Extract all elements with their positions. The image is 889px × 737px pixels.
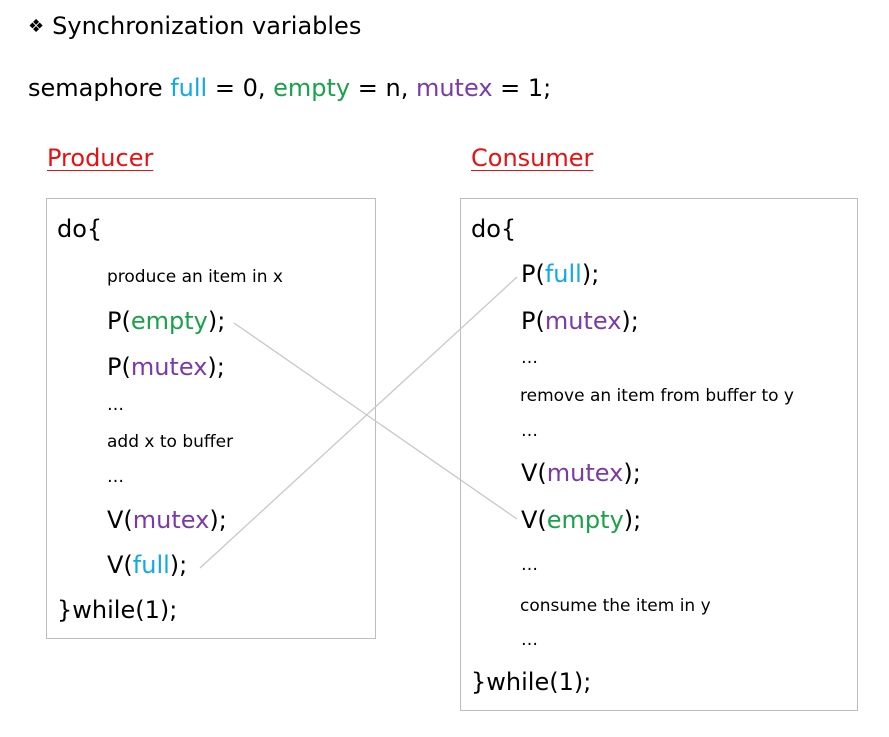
producer-v-mutex: V(mutex); [107, 506, 227, 534]
consumer-ellipsis-4: … [521, 630, 538, 650]
consumer-remove-line: remove an item from buffer to y [520, 386, 794, 406]
heading: ❖ Synchronization variables [28, 10, 361, 45]
producer-ellipsis-1: … [107, 395, 124, 415]
consumer-do: do{ [471, 215, 517, 243]
producer-while: }while(1); [57, 596, 178, 624]
consumer-v-empty: V(empty); [521, 506, 642, 534]
producer-p-mutex: P(mutex); [107, 353, 225, 381]
consumer-ellipsis-1: … [521, 348, 538, 368]
producer-produce-line: produce an item in x [107, 267, 283, 287]
consumer-v-mutex: V(mutex); [521, 459, 641, 487]
consumer-while: }while(1); [471, 668, 592, 696]
consumer-ellipsis-3: … [521, 555, 538, 575]
decl-mutex-init: = 1; [492, 74, 552, 102]
decl-mutex: mutex [415, 74, 493, 102]
consumer-title: Consumer [471, 144, 594, 172]
heading-text: Synchronization variables [52, 12, 362, 40]
producer-v-full: V(full); [107, 551, 188, 579]
semaphore-declaration: semaphore full = 0, empty = n, mutex = 1… [28, 72, 551, 104]
producer-add-line: add x to buffer [107, 432, 234, 452]
consumer-consume-line: consume the item in y [520, 596, 711, 616]
consumer-p-full: P(full); [521, 260, 600, 288]
producer-title: Producer [47, 144, 154, 172]
decl-full-init: = 0, [207, 74, 274, 102]
decl-empty-init: = n, [350, 74, 416, 102]
decl-empty: empty [273, 74, 351, 102]
producer-do: do{ [57, 215, 103, 243]
decl-full: full [170, 74, 208, 102]
consumer-p-mutex: P(mutex); [521, 307, 639, 335]
diamond-bullet-icon: ❖ [28, 16, 45, 37]
producer-p-empty: P(empty); [107, 307, 226, 335]
decl-prefix: semaphore [28, 74, 171, 102]
consumer-code-box [460, 198, 858, 711]
consumer-ellipsis-2: … [521, 421, 538, 441]
producer-ellipsis-2: … [107, 467, 124, 487]
